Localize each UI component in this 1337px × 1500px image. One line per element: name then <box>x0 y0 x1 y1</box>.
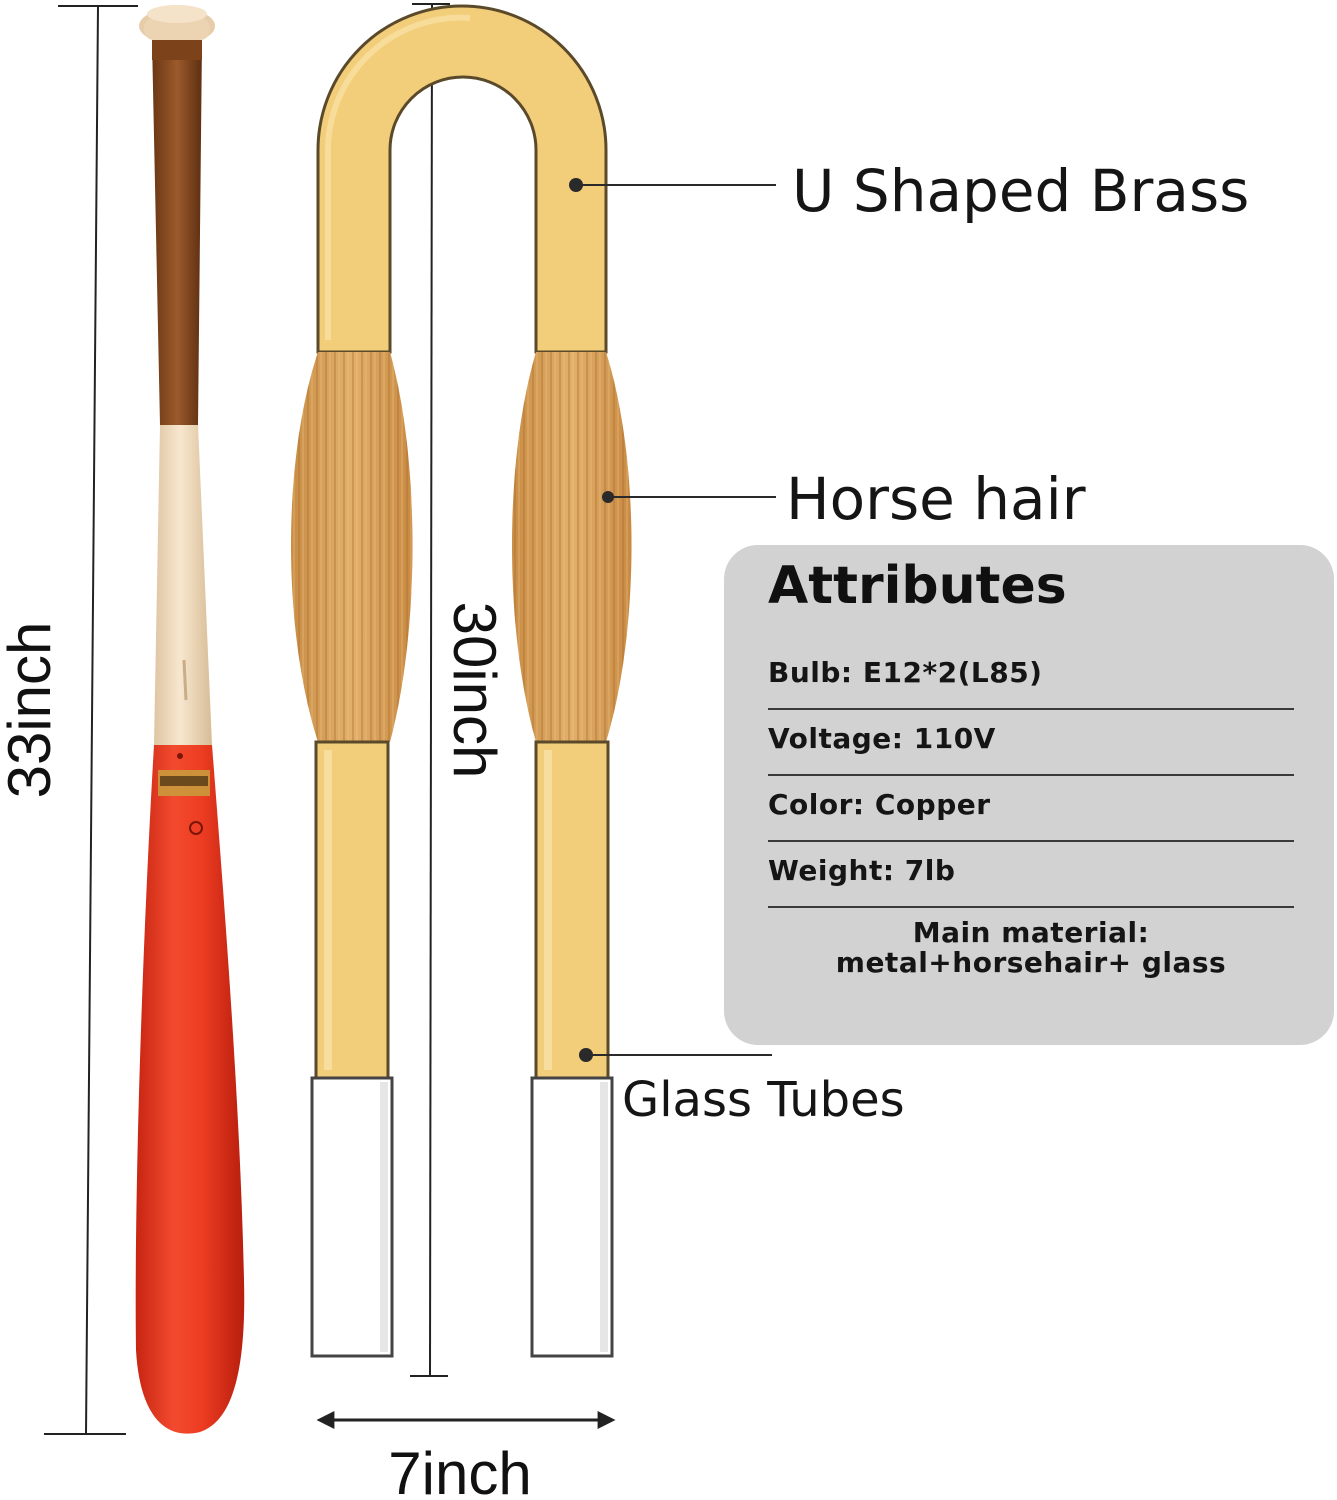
label-horse-hair: Horse hair <box>786 465 1086 533</box>
bat-length-label: 33inch <box>0 621 63 799</box>
attributes-card: Attributes Bulb: E12*2(L85) Voltage: 110… <box>724 545 1334 1045</box>
label-glass-tubes: Glass Tubes <box>622 1072 905 1128</box>
attribute-voltage: Voltage: 110V <box>768 710 1294 776</box>
lamp-height-dimension-line <box>410 3 450 1377</box>
bat-dimension-line <box>44 5 138 1435</box>
baseball-bat-illustration <box>135 5 245 1434</box>
lamp-width-label: 7inch <box>388 1440 532 1500</box>
glass-tube-left <box>310 1076 394 1358</box>
attributes-title: Attributes <box>768 556 1067 616</box>
glass-tube-right <box>530 1076 614 1358</box>
lamp-height-label: 30inch <box>441 601 508 779</box>
lamp-illustration <box>291 4 632 1358</box>
attribute-color: Color: Copper <box>768 776 1294 842</box>
brass-u-tube <box>316 4 608 354</box>
callout-lines <box>569 178 776 1062</box>
label-u-shaped-brass: U Shaped Brass <box>792 157 1250 225</box>
attribute-bulb: Bulb: E12*2(L85) <box>768 644 1294 710</box>
attribute-main-material: Main material: metal+horsehair+ glass <box>835 915 1227 979</box>
attribute-weight: Weight: 7lb <box>768 842 1294 908</box>
